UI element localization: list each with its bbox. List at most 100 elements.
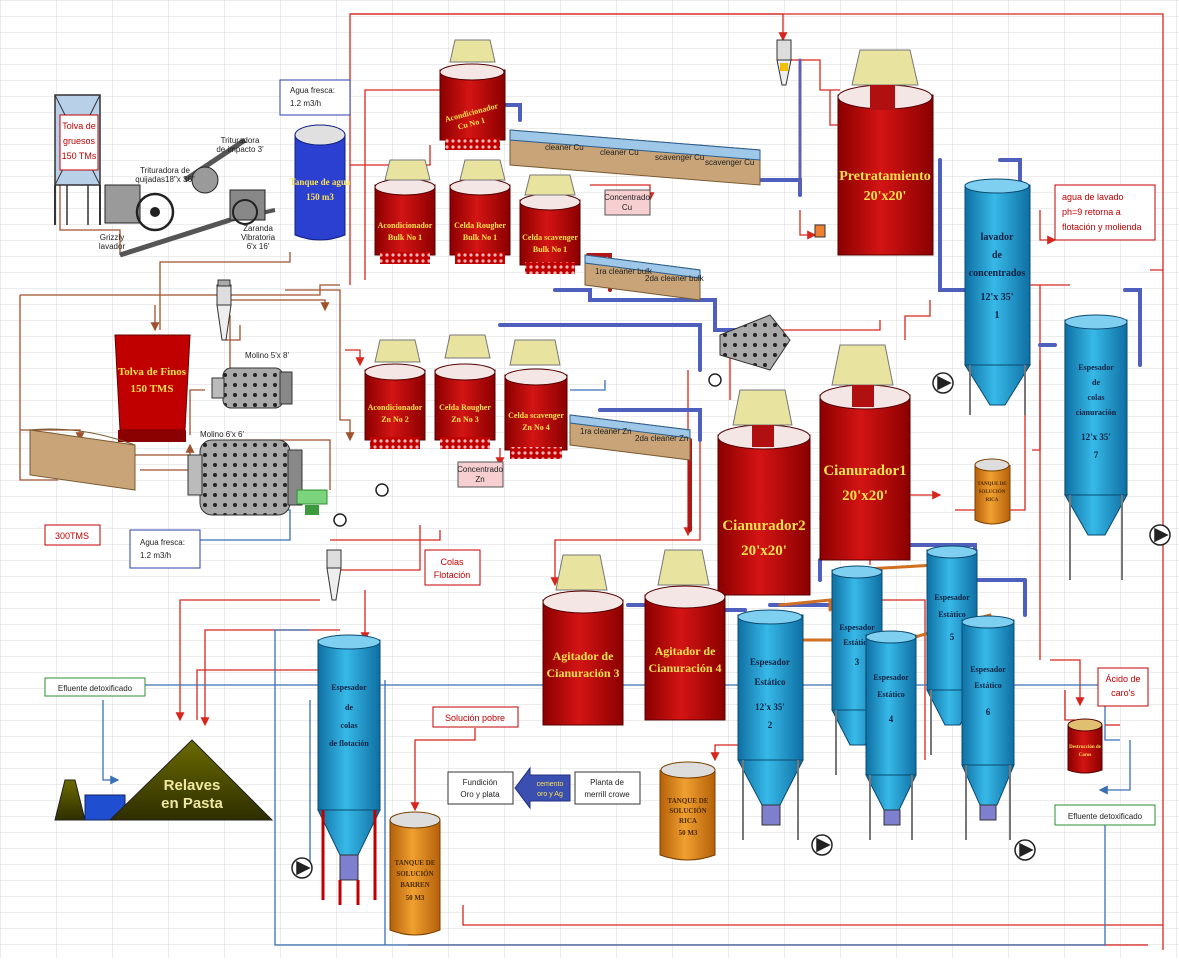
efluente-left-box: Efluente detoxificado: [45, 678, 145, 696]
tolva-finos: Tolva de Finos 150 TMS: [115, 335, 190, 442]
lavador-label-3: concentrados: [969, 268, 1026, 279]
pretratamiento-label-1: Pretratamiento: [839, 169, 930, 184]
trituradora-quijadas-label-1: Trituradora de: [140, 166, 191, 175]
agitador4-label-2: Cianuración 4: [648, 661, 721, 675]
planta-merrill-label-1: Planta de: [590, 778, 624, 787]
trituradora-quijadas-label-2: quijadas18"x 36": [135, 175, 195, 184]
espesador4-label-3: 4: [889, 714, 894, 724]
zaranda-label-3: 6'x 16': [247, 242, 270, 251]
trituradora-impacto-label-2: de impacto 3': [216, 145, 264, 154]
small-tank-label-2: SOLUCIÓN: [979, 489, 1006, 495]
agua-lavado-box: agua de lavado ph=9 retorna a flotación …: [1055, 185, 1155, 240]
zaranda-label-2: Vibratoria: [241, 233, 276, 242]
lavador-label-5: 1: [995, 310, 1000, 321]
ball-mill-icon: [212, 368, 292, 408]
conc-zn-box: Concentrado Zn: [457, 462, 503, 487]
agitador3-label-2: Cianuración 3: [546, 666, 619, 680]
agitador4-label-1: Agitador de: [655, 644, 716, 658]
scavenger-bulk: Celda scavenger Bulk No 1: [520, 175, 580, 274]
espesador-colas-flot-label-1: Espesador: [331, 683, 367, 692]
agua-fresca-bottom-label-2: 1.2 m3/h: [140, 551, 171, 560]
agua-lavado-label-3: flotación y molienda: [1062, 222, 1142, 232]
espesador-colas-cian-label-6: 7: [1094, 450, 1099, 460]
conc-zn-label-2: Zn: [475, 475, 484, 484]
espesador6-label-2: Estático: [974, 681, 1002, 690]
small-orange-tank: TANQUE DE SOLUCIÓN RICA: [975, 459, 1010, 524]
solucion-pobre-box: Solución pobre: [433, 707, 518, 727]
cianurador2-label-2: 20'x20': [741, 543, 787, 559]
cu-bank-label-4: scavenger Cu: [705, 158, 754, 167]
espesador6-label-3: 6: [986, 707, 991, 717]
small-tank-label-1: TANQUE DE: [977, 482, 1007, 487]
espesador3-label-1: Espesador: [839, 623, 875, 632]
espesador4-label-1: Espesador: [873, 673, 909, 682]
efluente-right-label: Efluente detoxificado: [1068, 812, 1143, 821]
trituradora-impacto-label-1: Trituradora: [221, 136, 260, 145]
tanque-barren-label-1: TANQUE DE: [395, 859, 436, 867]
rougher-zn-label-1: Celda Rougher: [439, 403, 491, 412]
scavenger-zn-label-1: Celda scavenger: [508, 411, 564, 420]
lavador-label-4: 12'x 35': [980, 292, 1013, 303]
pretratamiento-label-2: 20'x20': [864, 189, 907, 204]
cianurador2-label-1: Cianurador2: [722, 518, 805, 534]
tanque-rica-label-3: RICA: [679, 817, 697, 825]
ball-mill-large-icon: [188, 440, 302, 515]
destruccion-caros-label-1: Destrucción de: [1069, 745, 1102, 750]
agitador3-label-1: Agitador de: [553, 649, 614, 663]
cemento-label-2: oro y Ag: [537, 791, 563, 798]
planta-merrill-box: Planta de merrill crowe: [575, 772, 640, 804]
espesador-colas-flot-label-3: colas: [341, 721, 358, 730]
rougher-zn-label-2: Zn No 3: [451, 415, 479, 424]
grizzly-label-1: Grizzly: [100, 233, 124, 242]
tanque-barren: TANQUE DE SOLUCIÓN BARREN 50 M3: [390, 812, 440, 935]
espesador5-label-1: Espesador: [934, 593, 970, 602]
espesador2-label-1: Espesador: [750, 657, 790, 667]
acido-caro-box: Ácido de caro's: [1098, 668, 1148, 706]
tolva-finos-label-1: Tolva de Finos: [118, 366, 187, 378]
conc-zn-label-1: Concentrado: [457, 465, 503, 474]
tolva-finos-label-2: 150 TMS: [131, 383, 174, 395]
grizzly-label-2: lavador: [99, 242, 126, 251]
agua-fresca-top: Agua fresca: 1.2 m3/h: [280, 80, 350, 115]
espesador5-label-3: 5: [950, 632, 955, 642]
tanque-agua-label-1: Tanque de agua: [290, 177, 351, 187]
lavador-tank: lavador de concentrados 12'x 35' 1: [965, 179, 1030, 415]
acond-bulk-label-2: Bulk No 1: [388, 233, 422, 242]
cianurador1-label-2: 20'x20': [842, 488, 888, 504]
lavador-label-2: de: [992, 250, 1003, 261]
espesador2-label-4: 2: [768, 720, 773, 730]
efluente-right-box: Efluente detoxificado: [1055, 805, 1155, 825]
acond-bulk-label-1: Acondicionador: [378, 221, 433, 230]
molino-5x8-label: Molino 5'x 8': [245, 351, 289, 360]
tanque-rica-label-1: TANQUE DE: [668, 797, 709, 805]
relaves-label-2: en Pasta: [161, 795, 223, 812]
colas-flotacion-label-2: Flotación: [434, 570, 471, 580]
espesador6-label-1: Espesador: [970, 665, 1006, 674]
scavenger-bulk-label-1: Celda scavenger: [522, 233, 578, 242]
tanque-agua-label-2: 150 m3: [306, 192, 334, 202]
espesador-colas-flot-label-4: de flotación: [329, 739, 369, 748]
scavenger-bulk-label-2: Bulk No 1: [533, 245, 567, 254]
lavador-label-1: lavador: [981, 232, 1014, 243]
acond-zn-label-2: Zn No 2: [381, 415, 409, 424]
agua-fresca-bottom: Agua fresca: 1.2 m3/h: [130, 530, 200, 568]
fundicion-label-1: Fundición: [463, 778, 498, 787]
bulk-bank-label-2: 2da cleaner bulk: [645, 274, 705, 283]
relaves-label-1: Relaves: [164, 777, 221, 794]
espesador-colas-cian-label-2: de: [1092, 378, 1100, 387]
acond-zn-label-1: Acondicionador: [368, 403, 423, 412]
conc-cu-box: Concentrado Cu: [604, 190, 650, 215]
efluente-left-label: Efluente detoxificado: [58, 684, 133, 693]
tanque-barren-label-2: SOLUCIÓN: [396, 870, 433, 878]
cu-bank-label-2: cleaner Cu: [600, 148, 639, 157]
cu-bank-label-1: cleaner Cu: [545, 143, 584, 152]
espesador-colas-cian-label-3: colas: [1088, 393, 1105, 402]
agua-lavado-label-2: ph=9 retorna a: [1062, 207, 1121, 217]
cianurador1-label-1: Cianurador1: [823, 463, 906, 479]
acido-caro-label-2: caro's: [1111, 688, 1135, 698]
scavenger-zn-label-2: Zn No 4: [522, 423, 550, 432]
agua-fresca-top-label-1: Agua fresca:: [290, 86, 335, 95]
espesador4-label-2: Estático: [877, 690, 905, 699]
small-tank-label-3: RICA: [986, 498, 999, 503]
agua-fresca-bottom-label-1: Agua fresca:: [140, 538, 185, 547]
